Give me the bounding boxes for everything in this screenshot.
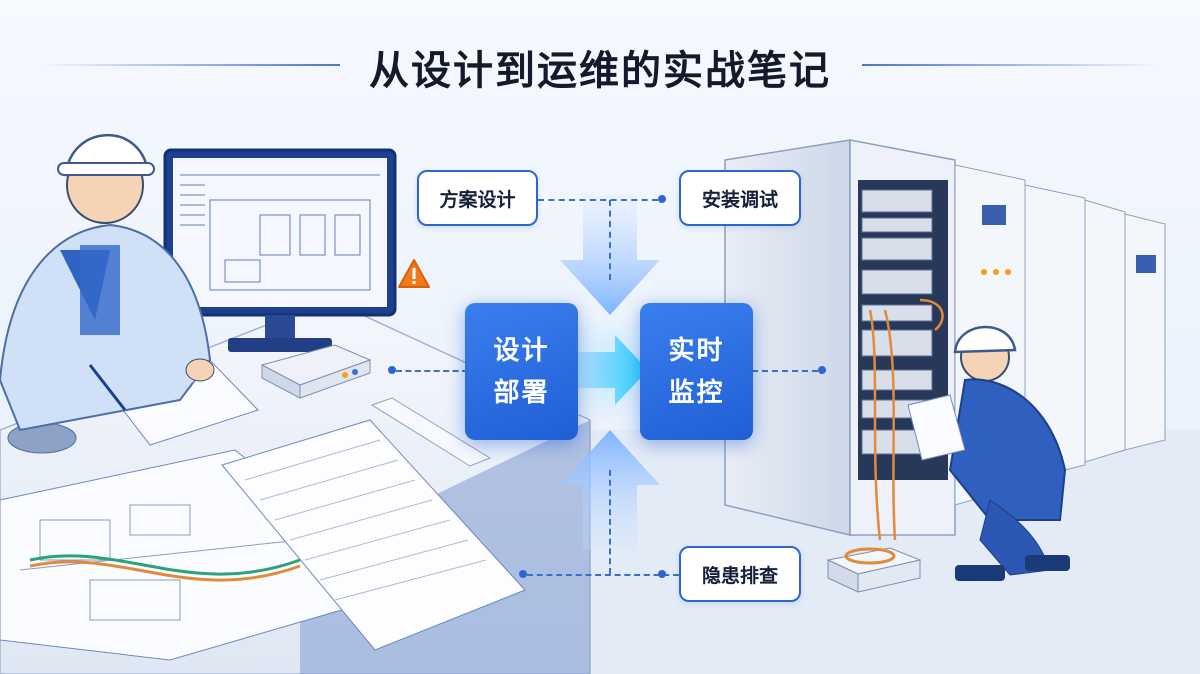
stage-realtime-monitor-line1: 实时: [668, 335, 725, 366]
page-title: 从设计到运维的实战笔记: [369, 48, 831, 94]
stage-design-deploy-line2: 部署: [493, 377, 550, 408]
connector-dot: [388, 366, 396, 374]
stage-realtime-monitor-line2: 监控: [668, 377, 725, 408]
connector-line: [538, 199, 658, 201]
connector-dot: [658, 570, 666, 578]
stage-design-deploy-line1: 设计: [493, 335, 550, 366]
connector-line: [609, 470, 611, 574]
stage-realtime-monitor: 实时 监控: [640, 303, 753, 440]
connector-dot: [519, 570, 527, 578]
title-row: 从设计到运维的实战笔记: [0, 30, 1200, 94]
stage-design-deploy: 设计 部署: [465, 303, 578, 440]
label-hazard-check: 隐患排查: [679, 546, 801, 602]
connector-dot: [818, 366, 826, 374]
label-install-debug: 安装调试: [679, 170, 801, 226]
connector-line: [396, 370, 468, 372]
arrow-right-icon: [572, 335, 648, 405]
connector-line: [752, 370, 818, 372]
label-scheme-design: 方案设计: [417, 170, 538, 226]
title-divider-left: [40, 64, 340, 66]
connector-dot: [658, 195, 666, 203]
connector-line: [527, 574, 679, 576]
connector-line: [609, 200, 611, 280]
title-divider-right: [862, 64, 1162, 66]
warning-icon: [398, 259, 430, 288]
